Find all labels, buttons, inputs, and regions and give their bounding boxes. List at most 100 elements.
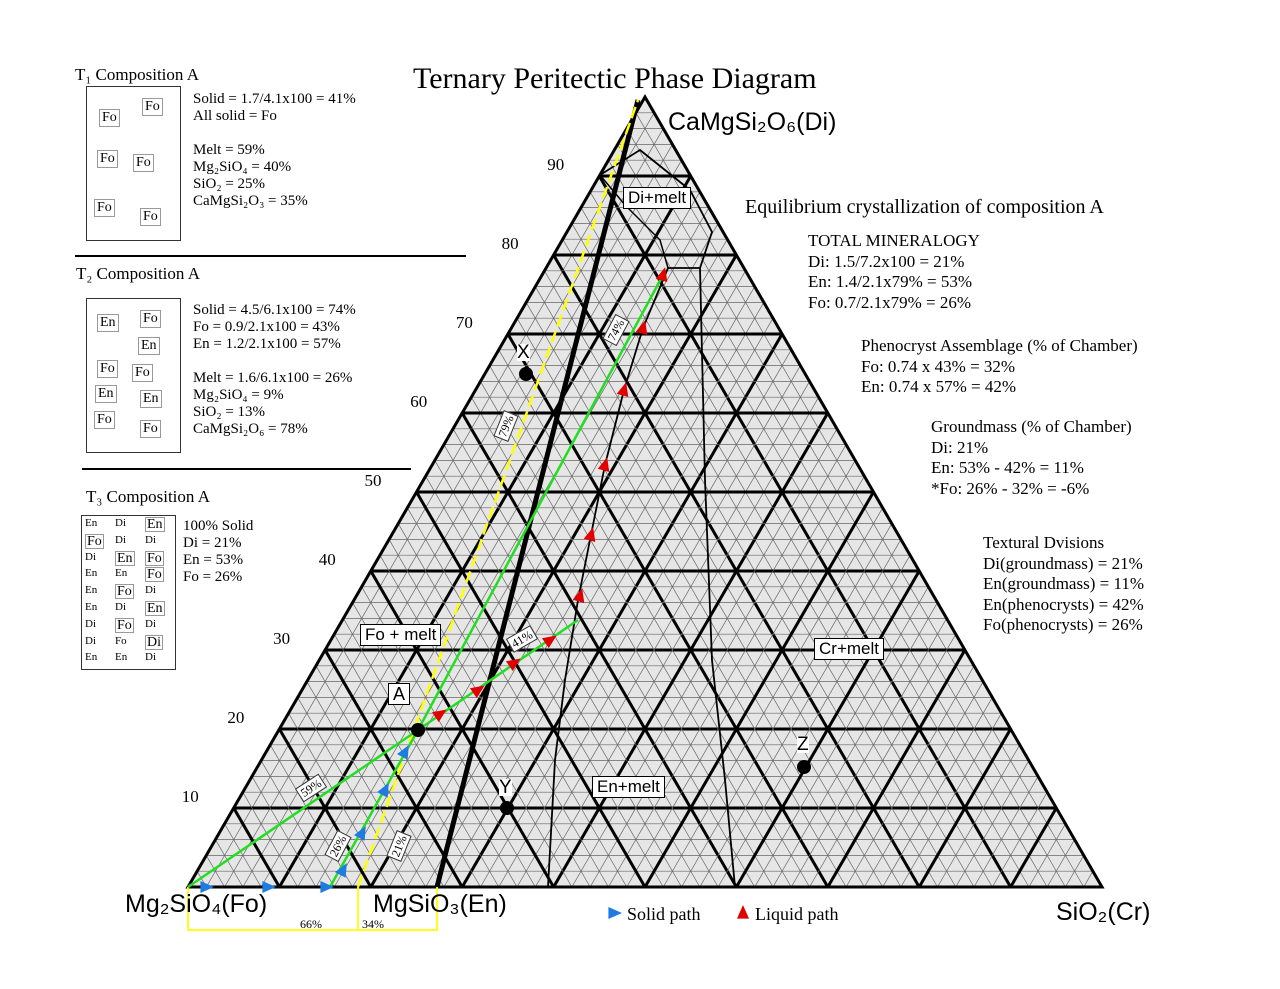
- mineral-grain: En: [97, 314, 119, 332]
- text-line: Di: 21%: [931, 437, 989, 457]
- mineral-grain: Fo: [140, 310, 161, 328]
- grain-boundary: [106, 516, 113, 669]
- text-line: Fo(phenocrysts) = 26%: [983, 615, 1143, 634]
- minor-gridline: [306, 681, 426, 888]
- minor-gridline: [992, 792, 1048, 888]
- minor-gridline: [845, 665, 975, 888]
- mineral-grain: Fo: [94, 199, 115, 217]
- lever-right-pct: 34%: [362, 917, 384, 931]
- mineral-grain: Fo: [145, 567, 164, 583]
- minor-gridline: [315, 665, 445, 888]
- cotectic-boundary: [699, 267, 736, 888]
- major-gridline: [415, 491, 647, 888]
- cotectic-boundary: [547, 148, 713, 888]
- mineral-grain: Di: [145, 533, 156, 546]
- field-label-fo-melt: Fo + melt: [360, 624, 442, 646]
- minor-gridline: [215, 839, 244, 888]
- minor-gridline: [242, 144, 673, 888]
- major-gridline: [826, 649, 967, 888]
- minor-gridline: [388, 539, 591, 888]
- major-gridline: [735, 570, 921, 888]
- mineral-grain: Di: [85, 617, 96, 630]
- phenocryst-assemblage: Phenocryst Assemblage (% of Chamber)Fo: …: [861, 336, 1138, 398]
- minor-gridline: [717, 555, 911, 888]
- solid-path-arrow-icon: [397, 744, 409, 760]
- legend-solid-path: Solid path: [627, 904, 701, 924]
- minor-gridline: [525, 302, 865, 888]
- mineral-grain: Di: [85, 634, 96, 647]
- solid-path-arrow-icon: [262, 881, 276, 893]
- major-gridline: [1009, 807, 1058, 888]
- mineral-grain: Fo: [115, 584, 134, 600]
- composition-point: [797, 760, 811, 774]
- point-y-label: Y: [499, 777, 512, 798]
- minor-gridline: [251, 776, 317, 888]
- minor-gridline: [242, 792, 298, 888]
- minor-gridline: [205, 112, 655, 888]
- mineral-grain: Fo: [140, 208, 161, 226]
- major-gridline: [323, 649, 464, 888]
- liquid-path-arrow-icon: [431, 709, 447, 723]
- major-gridline: [506, 333, 830, 888]
- solid-path-arrow-icon: [335, 862, 347, 878]
- en-composition-label: MgSiO₃(En): [373, 890, 507, 918]
- mineral-grain: Fo: [99, 109, 120, 127]
- mineral-grain: En: [85, 584, 98, 597]
- mineral-grain: Di: [145, 651, 156, 664]
- composition-point: [500, 801, 514, 815]
- text-line: En: 1.4/2.1x79% = 53%: [808, 272, 972, 291]
- mineral-grain: Fo: [85, 533, 104, 549]
- axis-tick-label: 80: [501, 234, 519, 253]
- mineral-grain: En: [85, 651, 98, 664]
- minor-gridline: [471, 397, 755, 888]
- legend-liquid-path: Liquid path: [755, 904, 839, 924]
- t1-title: T₁ Composition A: [75, 65, 199, 84]
- minor-gridline: [1083, 871, 1094, 888]
- minor-gridline: [425, 302, 765, 888]
- minor-gridline: [1065, 855, 1085, 888]
- minor-gridline: [379, 555, 573, 888]
- minor-gridline: [224, 823, 262, 888]
- mineral-grain: En: [115, 567, 128, 580]
- major-gridline: [232, 807, 281, 888]
- minor-gridline: [434, 460, 682, 888]
- text-line: SiO₂ = 13%: [193, 404, 266, 420]
- text-line: En = 53%: [183, 552, 244, 568]
- minor-gridline: [1046, 839, 1075, 888]
- text-line: CaMgSi₂O₆ = 78%: [193, 421, 308, 437]
- text-line: En(phenocrysts) = 42%: [983, 594, 1144, 614]
- minor-gridline: [480, 381, 774, 888]
- minor-gridline: [937, 744, 1021, 888]
- minor-gridline: [388, 270, 746, 888]
- liquid-path-arrow-icon: [572, 588, 585, 604]
- minor-gridline: [790, 618, 947, 888]
- text-line: Di = 21%: [183, 535, 242, 551]
- legend-liquid-arrow-icon: [737, 905, 749, 919]
- text-line: Textural Dvisions: [983, 533, 1105, 552]
- composition-point: [519, 367, 533, 381]
- lever-left-pct: 66%: [300, 917, 322, 931]
- lever-bracket: [187, 887, 438, 931]
- minor-gridline: [772, 602, 938, 888]
- axis-tick-label: 40: [318, 550, 336, 569]
- mineral-grain: En: [95, 385, 117, 403]
- field-label-cr-melt: Cr+melt: [814, 638, 884, 660]
- minor-gridline: [489, 365, 792, 888]
- major-gridline: [369, 570, 555, 888]
- mineral-grain: Fo: [133, 154, 154, 172]
- minor-gridline: [754, 586, 929, 888]
- minor-gridline: [864, 681, 984, 888]
- mineral-grain: Fo: [132, 364, 153, 382]
- solid-path-arrow-icon: [354, 825, 366, 841]
- minor-gridline: [955, 760, 1030, 888]
- t2-texture-panel: En Fo En Fo Fo En En Fo Fo: [86, 298, 181, 453]
- minor-gridline: [1028, 823, 1066, 888]
- minor-gridline: [544, 270, 902, 888]
- liquid-path-arrow-icon: [635, 320, 648, 336]
- text-line: CaMgSi₂O₃ = 35%: [193, 193, 308, 209]
- text-line: En(groundmass) = 11%: [983, 574, 1144, 593]
- mineral-grain: Di: [115, 517, 126, 529]
